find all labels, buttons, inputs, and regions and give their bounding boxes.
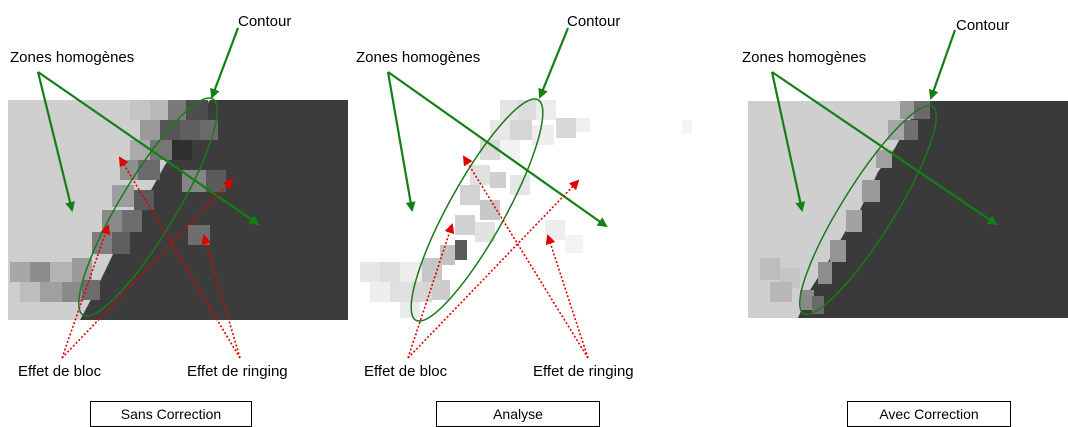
caption-analyse: Analyse	[436, 401, 600, 427]
panel-analyse: Contour Zones homogènes Effet de bloc Ef…	[356, 13, 697, 380]
label-contour: Contour	[956, 17, 1009, 34]
caption-sans-correction: Sans Correction	[90, 401, 252, 427]
contour-ellipse	[410, 98, 544, 322]
panel-sans-correction: Contour Zones homogènes Effet de bloc Ef…	[8, 13, 348, 380]
label-contour: Contour	[238, 13, 291, 30]
label-zones-homogenes: Zones homogènes	[356, 49, 480, 66]
arrow-zone-dark	[771, 71, 998, 226]
label-zones-homogenes: Zones homogènes	[742, 49, 866, 66]
caption-avec-correction: Avec Correction	[847, 401, 1011, 427]
arrow-zone-dark	[37, 71, 260, 226]
arrow-zone-light	[36, 71, 75, 212]
label-zones-homogenes: Zones homogènes	[10, 49, 134, 66]
label-effet-bloc: Effet de bloc	[364, 363, 448, 380]
red-arrows	[407, 155, 589, 359]
arrow-zone-dark	[387, 71, 608, 228]
panel-avec-correction: Contour Zones homogènes	[742, 17, 1068, 318]
label-effet-ringing: Effet de ringing	[187, 363, 288, 380]
arrow-contour	[210, 27, 240, 99]
label-effet-ringing: Effet de ringing	[533, 363, 634, 380]
image-analyse	[357, 100, 697, 320]
image-avec-correction	[748, 101, 1068, 318]
label-contour: Contour	[567, 13, 620, 30]
contour-ellipse	[798, 104, 938, 316]
label-effet-bloc: Effet de bloc	[18, 363, 102, 380]
image-sans-correction	[8, 100, 348, 320]
arrow-zone-light	[770, 71, 806, 212]
arrow-contour	[538, 27, 570, 99]
red-arrows	[61, 156, 241, 359]
arrow-contour	[928, 29, 957, 100]
arrow-zone-light	[386, 71, 416, 212]
contour-ellipse	[78, 97, 218, 317]
